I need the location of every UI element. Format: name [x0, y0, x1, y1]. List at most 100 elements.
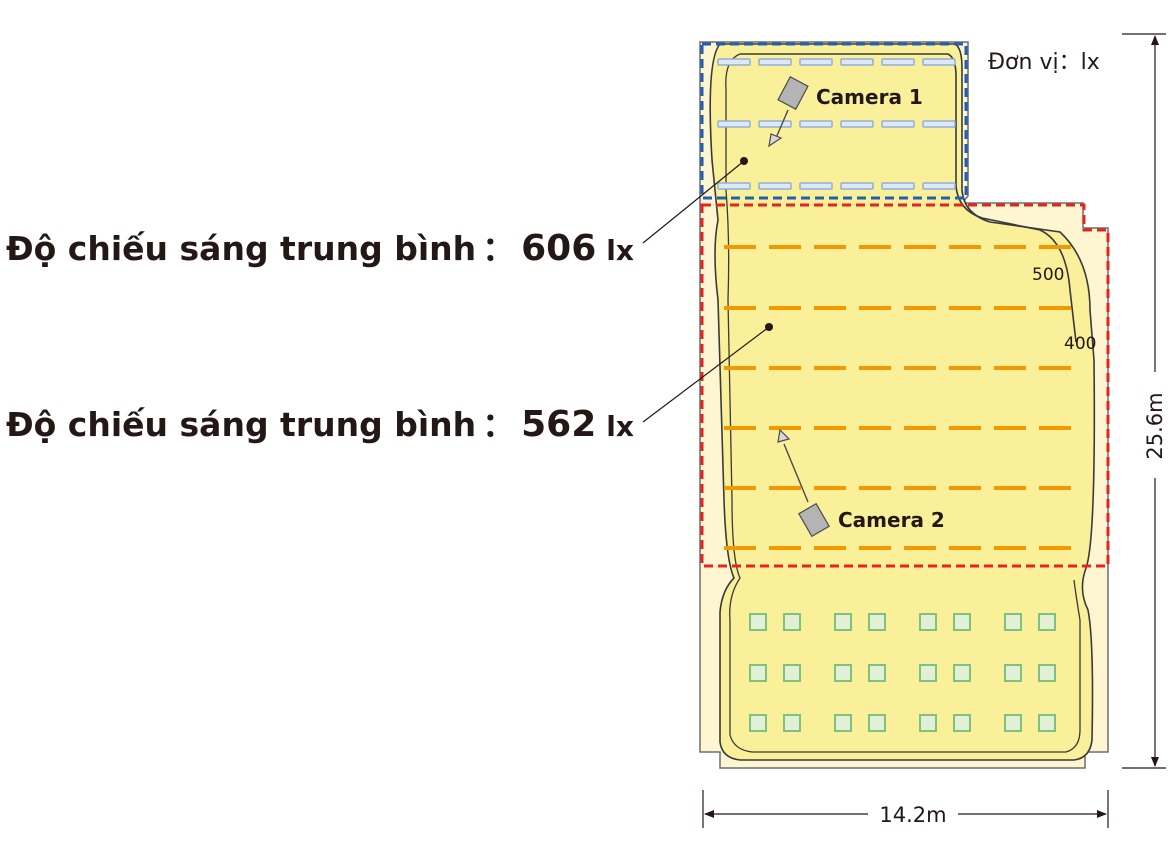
avg-illuminance-prefix-1: Độ chiếu sáng trung bình	[6, 229, 477, 268]
light-tube	[994, 366, 1026, 370]
contour-label-400: 400	[1064, 334, 1096, 354]
light-tube	[881, 182, 915, 190]
light-tube	[758, 58, 792, 66]
light-tube	[949, 366, 981, 370]
light-tube	[1039, 366, 1071, 370]
light-square	[749, 664, 767, 682]
light-tube	[724, 426, 756, 430]
light-tube	[717, 182, 751, 190]
camera-1-direction	[775, 109, 789, 139]
leader-line-1	[642, 160, 745, 244]
light-tube	[724, 486, 756, 490]
light-tube	[724, 366, 756, 370]
light-square	[749, 714, 767, 732]
camera-2-body	[798, 502, 830, 538]
light-tube	[994, 426, 1026, 430]
avg-illuminance-value-1: 606	[521, 228, 597, 269]
light-tube	[814, 426, 846, 430]
light-tube	[1039, 426, 1071, 430]
light-tube	[904, 366, 936, 370]
light-tube	[1039, 546, 1071, 550]
light-tube	[904, 486, 936, 490]
light-tube	[994, 245, 1026, 249]
width-label: 14.2m	[879, 803, 946, 827]
light-tube	[724, 546, 756, 550]
camera-1-label: Camera 1	[816, 85, 923, 109]
light-tube	[799, 120, 833, 128]
light-square	[1038, 613, 1056, 631]
light-square	[783, 613, 801, 631]
light-tube	[904, 426, 936, 430]
camera-2	[777, 428, 830, 538]
light-tube	[1039, 486, 1071, 490]
camera-2-label: Camera 2	[838, 508, 945, 532]
avg-illuminance-sep-2: ：	[482, 405, 516, 444]
height-arrow-bottom	[1151, 757, 1159, 767]
height-arrow-top	[1151, 35, 1159, 45]
avg-illuminance-sep-1: ：	[482, 229, 516, 268]
light-tube	[840, 58, 874, 66]
width-dimension	[702, 790, 1109, 828]
light-tube	[994, 306, 1026, 310]
leader-line-2	[642, 326, 770, 423]
zone-2-border	[700, 203, 1110, 568]
light-tube	[769, 546, 801, 550]
camera-2-arrow	[777, 428, 791, 443]
light-tube	[724, 245, 756, 249]
light-square	[1038, 664, 1056, 682]
light-square	[953, 664, 971, 682]
light-tube	[769, 426, 801, 430]
camera-1-arrow	[768, 133, 783, 148]
light-tube	[859, 306, 891, 310]
light-tube	[994, 546, 1026, 550]
camera-1	[768, 76, 809, 148]
light-tube	[840, 120, 874, 128]
contour-inner	[725, 53, 1081, 753]
light-tube	[949, 546, 981, 550]
light-square	[1004, 714, 1022, 732]
light-square	[1004, 664, 1022, 682]
light-square	[834, 613, 852, 631]
light-tube	[769, 245, 801, 249]
light-tube	[922, 58, 956, 66]
lights-zone-2	[724, 245, 1071, 550]
width-arrow-left	[704, 810, 714, 818]
light-square	[783, 664, 801, 682]
light-tube	[769, 306, 801, 310]
width-arrow-right	[1097, 810, 1107, 818]
light-tube	[717, 120, 751, 128]
light-tube	[1039, 245, 1071, 249]
height-dimension	[1122, 33, 1166, 769]
avg-illuminance-prefix-2: Độ chiếu sáng trung bình	[6, 405, 477, 444]
light-square	[919, 714, 937, 732]
camera-1-body	[777, 76, 809, 110]
light-square	[834, 714, 852, 732]
light-tube	[758, 120, 792, 128]
contour-400	[709, 43, 1096, 761]
light-tube	[904, 546, 936, 550]
light-tube	[769, 486, 801, 490]
light-square	[868, 613, 886, 631]
light-tube	[724, 306, 756, 310]
avg-illuminance-label-2: Độ chiếu sáng trung bình：562 lx	[6, 398, 634, 446]
light-tube	[881, 120, 915, 128]
light-tube	[814, 245, 846, 249]
avg-illuminance-value-2: 562	[521, 404, 597, 445]
height-label: 25.6m	[1143, 392, 1167, 459]
light-tube	[814, 366, 846, 370]
camera-2-direction	[783, 443, 809, 503]
light-square	[953, 613, 971, 631]
light-square	[749, 613, 767, 631]
light-square	[919, 664, 937, 682]
unit-note: Đơn vị：lx	[988, 50, 1100, 75]
light-square	[1004, 613, 1022, 631]
light-tube	[717, 58, 751, 66]
avg-illuminance-unit-2: lx	[606, 410, 634, 443]
light-tube	[994, 486, 1026, 490]
light-tube	[1039, 306, 1071, 310]
light-tube	[922, 120, 956, 128]
light-tube	[814, 306, 846, 310]
light-square	[868, 714, 886, 732]
